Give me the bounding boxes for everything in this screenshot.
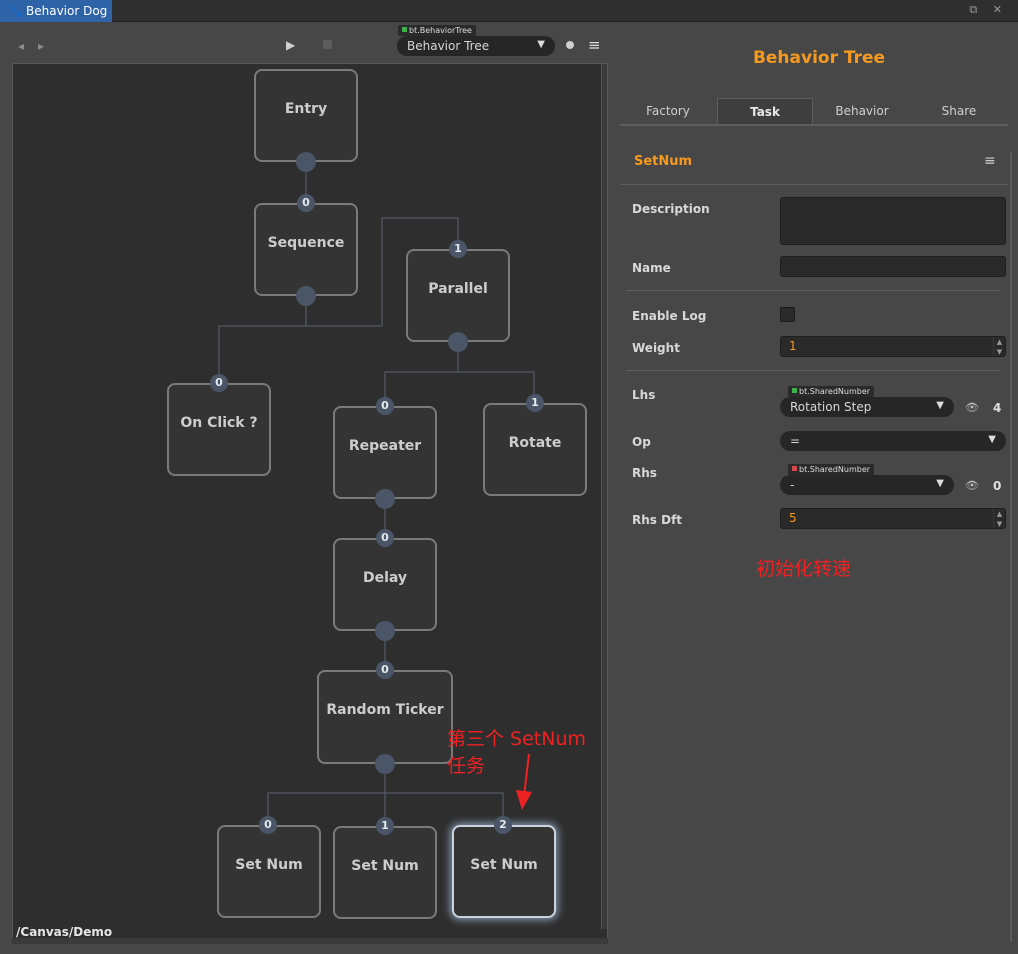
label-description: Description (632, 202, 710, 216)
label-rhs-dft: Rhs Dft (632, 513, 683, 527)
label-name: Name (632, 261, 671, 275)
node-parallel[interactable]: Parallel (406, 249, 510, 342)
panel-scrollbar[interactable] (1010, 152, 1012, 942)
rhs-type-tag: bt.SharedNumber (788, 464, 875, 475)
rhs-ref-count: 0 (993, 479, 1002, 493)
node-on-click[interactable]: On Click ? (167, 383, 271, 476)
forward-arrow-icon[interactable]: ▸ (38, 39, 45, 53)
record-dot-icon[interactable] (566, 41, 574, 49)
annotation-arrow-icon (516, 753, 532, 810)
tab-factory[interactable]: Factory (646, 104, 690, 118)
tree-type-tag: bt.BehaviorTree (398, 25, 476, 36)
node-random-ticker-out-port[interactable] (375, 754, 395, 774)
description-field[interactable] (780, 197, 1006, 245)
chevron-down-icon: ▼ (537, 39, 545, 50)
chevron-down-icon: ▼ (988, 434, 996, 445)
node-repeater-out-port[interactable] (375, 489, 395, 509)
tree-canvas[interactable]: Entry Sequence 0 Parallel 1 On Click ? 0… (12, 63, 608, 943)
type-color-icon (402, 27, 407, 32)
weight-stepper[interactable]: ▲▼ (993, 337, 1005, 356)
tree-select[interactable]: Behavior Tree ▼ (397, 36, 555, 56)
tab-task[interactable]: Task (717, 98, 813, 124)
node-set-num-0-index: 0 (259, 816, 277, 834)
tree-select-value: Behavior Tree (407, 39, 490, 53)
chevron-down-icon: ▼ (936, 478, 944, 489)
node-set-num-0[interactable]: Set Num (217, 825, 321, 918)
tab-behavior[interactable]: Behavior (835, 104, 889, 118)
node-delay-index: 0 (376, 529, 394, 547)
label-lhs: Lhs (632, 388, 656, 402)
rhs-dft-field[interactable]: 5 ▲▼ (780, 508, 1006, 529)
eye-icon[interactable]: 👁 (965, 401, 979, 414)
name-field[interactable] (780, 256, 1006, 277)
node-set-num-1-index: 1 (376, 817, 394, 835)
annotation-init-speed: 初始化转速 (756, 558, 852, 580)
node-parallel-index: 1 (449, 240, 467, 258)
window-tab-title: Behavior Dog (26, 4, 108, 18)
weight-field[interactable]: 1 ▲▼ (780, 336, 1006, 357)
node-path-label: /Canvas/Demo (16, 925, 113, 939)
window-tab[interactable]: 🐾Behavior Dog (0, 0, 112, 22)
node-on-click-index: 0 (210, 374, 228, 392)
enable-log-checkbox[interactable] (780, 307, 795, 322)
section-title: SetNum (634, 154, 693, 169)
node-random-ticker-index: 0 (376, 661, 394, 679)
node-entry[interactable]: Entry (254, 69, 358, 162)
chevron-down-icon: ▼ (936, 400, 944, 411)
label-rhs: Rhs (632, 466, 657, 480)
stop-icon[interactable] (323, 40, 332, 49)
lhs-select[interactable]: Rotation Step ▼ (780, 397, 954, 417)
label-enable-log: Enable Log (632, 309, 707, 323)
section-menu-icon[interactable]: ≡ (984, 153, 996, 169)
label-op: Op (632, 435, 651, 449)
node-sequence-out-port[interactable] (296, 286, 316, 306)
node-repeater[interactable]: Repeater (333, 406, 437, 499)
op-select[interactable]: = ▼ (780, 431, 1006, 451)
canvas-vertical-scrollbar[interactable] (601, 64, 607, 929)
node-delay-out-port[interactable] (375, 621, 395, 641)
window-controls[interactable]: ⧉ ✕ (969, 3, 1008, 16)
node-random-ticker[interactable]: Random Ticker (317, 670, 453, 764)
node-sequence[interactable]: Sequence (254, 203, 358, 296)
node-parallel-out-port[interactable] (448, 332, 468, 352)
rhs-select[interactable]: - ▼ (780, 475, 954, 495)
type-color-icon (792, 388, 797, 393)
paw-icon: 🐾 (8, 4, 23, 18)
play-icon[interactable]: ▶ (286, 38, 296, 52)
node-repeater-index: 0 (376, 397, 394, 415)
divider (620, 184, 1008, 185)
type-color-icon (792, 466, 797, 471)
window-tab-strip (0, 0, 1018, 22)
lhs-type-tag: bt.SharedNumber (788, 386, 875, 397)
divider (626, 290, 1000, 291)
label-weight: Weight (632, 341, 680, 355)
node-set-num-2-index: 2 (494, 816, 512, 834)
back-arrow-icon[interactable]: ◂ (18, 39, 25, 53)
node-entry-out-port[interactable] (296, 152, 316, 172)
tab-underline (620, 124, 1008, 126)
node-delay[interactable]: Delay (333, 538, 437, 631)
lhs-ref-count: 4 (993, 401, 1002, 415)
tab-share[interactable]: Share (941, 104, 977, 118)
annotation-third-setnum: 第三个 SetNum 任务 (447, 728, 587, 777)
node-set-num-2[interactable]: Set Num (452, 825, 556, 918)
node-rotate[interactable]: Rotate (483, 403, 587, 496)
node-sequence-index: 0 (297, 194, 315, 212)
rhs-dft-stepper[interactable]: ▲▼ (993, 509, 1005, 528)
eye-icon[interactable]: 👁 (965, 479, 979, 492)
menu-icon[interactable]: ≡ (588, 36, 601, 54)
panel-title: Behavior Tree (752, 48, 886, 68)
canvas-horizontal-scrollbar[interactable] (12, 938, 608, 944)
node-rotate-index: 1 (526, 394, 544, 412)
divider (626, 370, 1000, 371)
node-set-num-1[interactable]: Set Num (333, 826, 437, 919)
